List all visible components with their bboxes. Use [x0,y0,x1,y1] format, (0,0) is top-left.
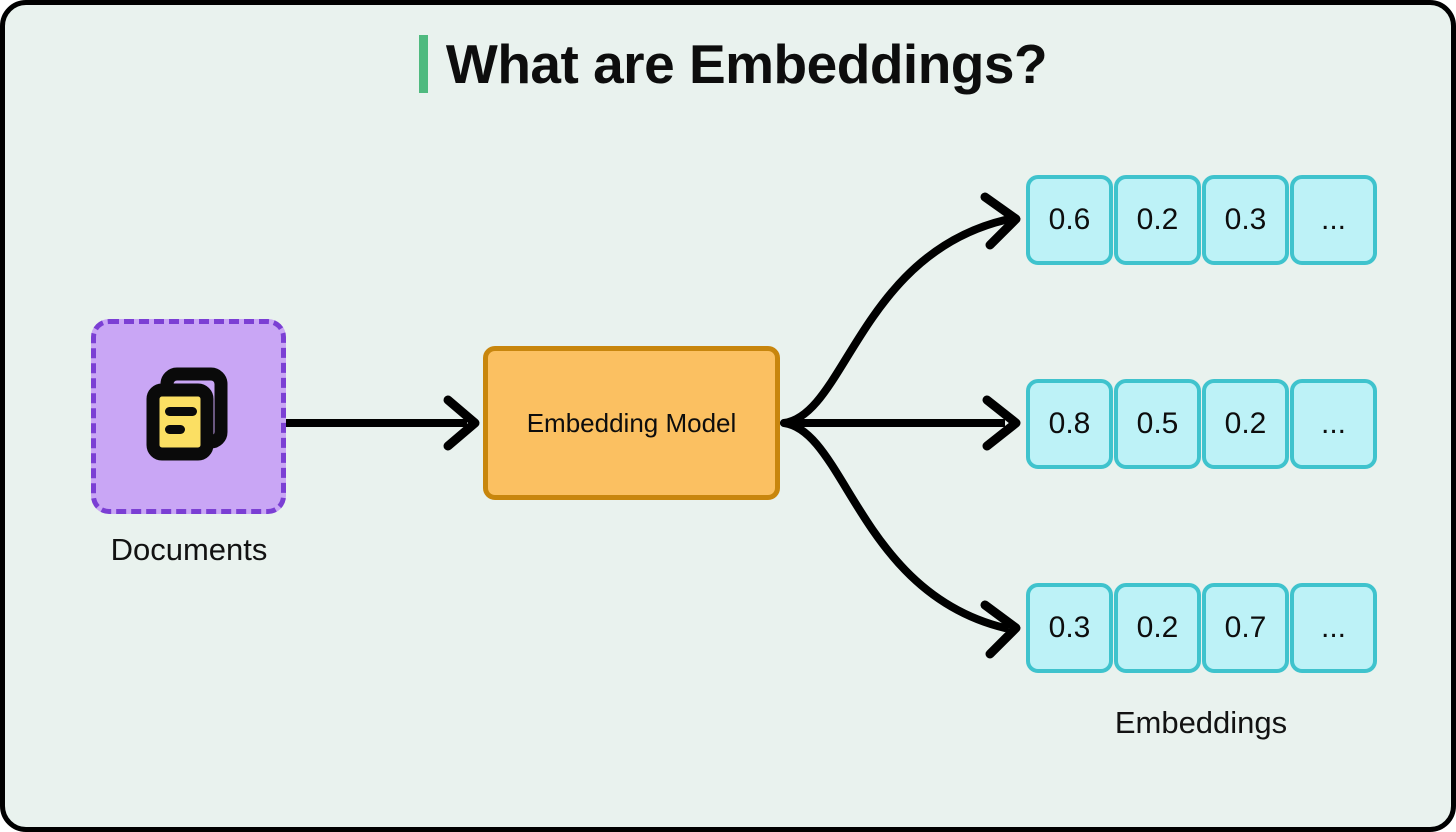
vector-cell-ellipsis: ... [1290,379,1377,469]
vector-cell: 0.3 [1202,175,1289,265]
title-accent-bar [418,35,428,93]
vector-cell: 0.2 [1114,175,1201,265]
embedding-model-label: Embedding Model [526,407,737,438]
documents-node[interactable] [91,319,286,514]
vector-cell: 0.3 [1026,583,1113,673]
embedding-vector-row: 0.3 0.2 0.7 ... [1026,583,1377,673]
page-title: What are Embeddings? [5,32,1451,95]
vector-cell: 0.7 [1202,583,1289,673]
documents-label: Documents [110,532,268,567]
embeddings-label: Embeddings [1114,705,1288,740]
vector-cell: 0.2 [1114,583,1201,673]
arrow-model-to-vector-3 [780,419,1021,659]
embedding-vector-row: 0.6 0.2 0.3 ... [1026,175,1377,265]
page-title-text: What are Embeddings? [445,32,1048,95]
vector-cell: 0.8 [1026,379,1113,469]
arrow-model-to-vector-1 [780,192,1021,427]
vector-cell-ellipsis: ... [1290,175,1377,265]
vector-cell: 0.2 [1202,379,1289,469]
embedding-vector-row: 0.8 0.5 0.2 ... [1026,379,1377,469]
embedding-model-node[interactable]: Embedding Model [483,346,780,500]
vector-cell: 0.6 [1026,175,1113,265]
vector-cell: 0.5 [1114,379,1201,469]
vector-cell-ellipsis: ... [1290,583,1377,673]
documents-stack-icon [137,362,241,471]
arrow-documents-to-model [286,395,480,451]
arrow-model-to-vector-2 [784,395,1021,451]
